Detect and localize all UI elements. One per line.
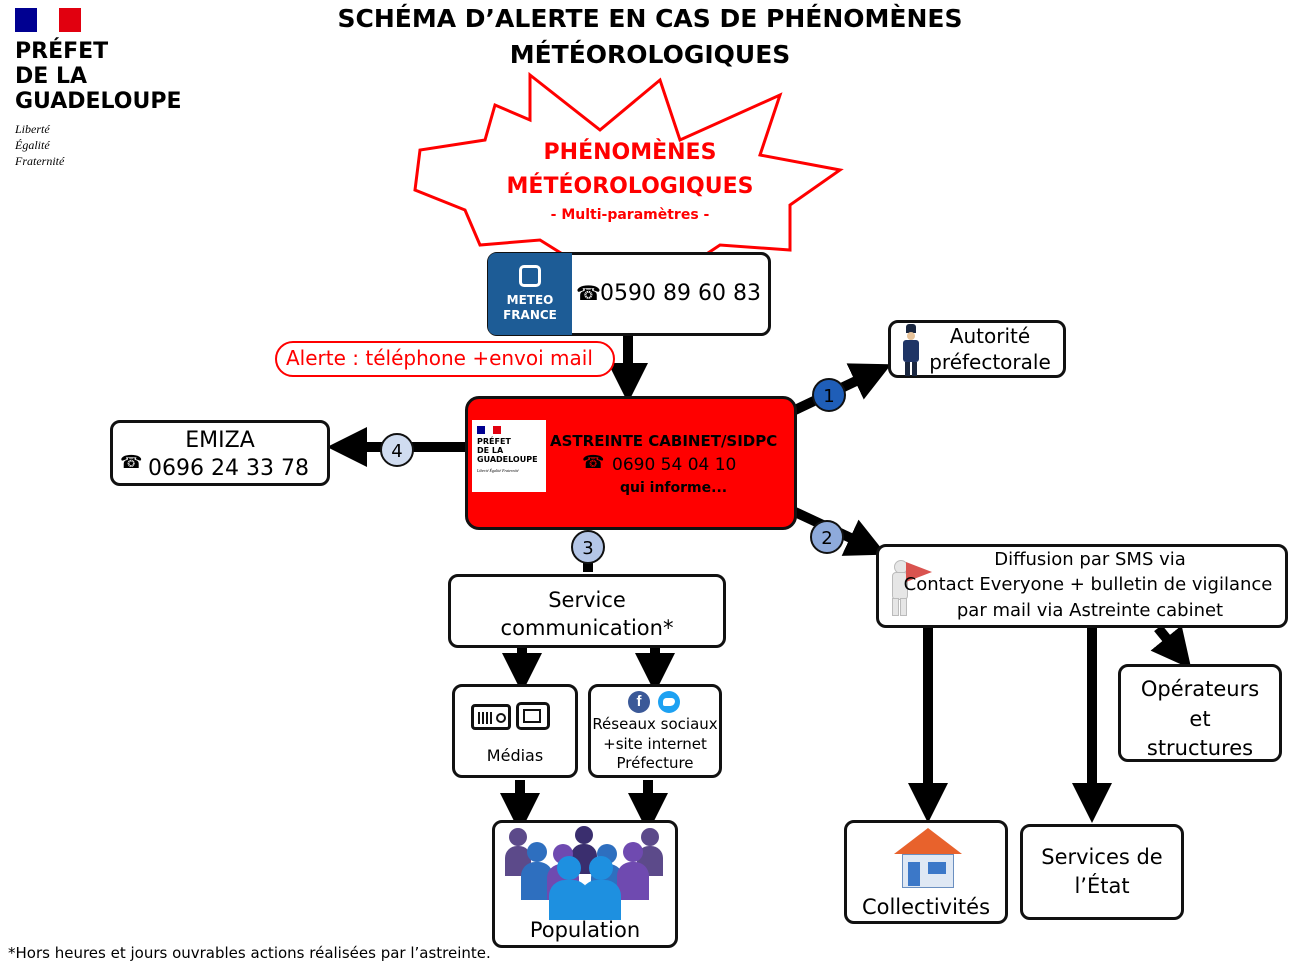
astreinte-logo-line1: PRÉFET (477, 437, 511, 446)
alert-label-frame (275, 341, 615, 377)
services-etat-line2: l’État (1074, 874, 1130, 898)
medias-box (452, 684, 578, 778)
autorite-line1: Autorité (949, 324, 1031, 348)
emiza-phone: 0696 24 33 78 (148, 456, 309, 481)
operateurs-line1: Opérateurs (1140, 677, 1260, 701)
page-title-line1: SCHÉMA D’ALERTE EN CAS DE PHÉNOMÈNES (337, 4, 963, 33)
meteo-logo-mark (519, 265, 541, 287)
alert-label: Alerte : téléphone +envoi mail (286, 346, 593, 370)
meteo-logo-line1: METEO (506, 293, 554, 307)
logo-motto1: Liberté (15, 122, 50, 136)
people-icon (505, 824, 665, 920)
meteo-phone: 0590 89 60 83 (600, 281, 761, 306)
house-icon (894, 828, 962, 890)
reseaux-line1: Réseaux sociaux (592, 715, 718, 733)
radio-icon (471, 704, 511, 730)
emiza-title: EMIZA (185, 428, 255, 453)
astreinte-logo-motto: Liberté Égalité Fraternité (477, 468, 519, 473)
autorite-line2: préfectorale (929, 350, 1051, 374)
meteo-france-logo: METEO FRANCE (488, 253, 572, 335)
operateurs-line2: et (1189, 707, 1211, 731)
sms-line2: Contact Everyone + bulletin de vigilance (903, 574, 1273, 595)
logo-line1: PRÉFET (15, 39, 109, 64)
burst-line1: PHÉNOMÈNES (543, 140, 717, 165)
reseaux-box (588, 684, 722, 778)
astreinte-phone-icon: ☎ (582, 452, 605, 472)
operateurs-box (1118, 664, 1282, 762)
facebook-icon: f (628, 691, 650, 713)
operateurs-line3: structures (1146, 736, 1254, 760)
step-1: 1 (812, 378, 846, 412)
tv-icon (516, 702, 550, 730)
burst-line3: - Multi-paramètres - (550, 207, 710, 223)
prefet-logo: PRÉFET DE LA GUADELOUPE Liberté Égalité … (15, 8, 205, 178)
service-communication-box (448, 574, 726, 648)
step-2: 2 (810, 520, 844, 554)
marianne-flag (15, 8, 81, 32)
step-3: 3 (571, 530, 605, 564)
sms-line1: Diffusion par SMS via (994, 549, 1186, 570)
services-etat-box (1020, 824, 1184, 920)
meteo-logo-line2: FRANCE (503, 308, 557, 322)
footnote: *Hors heures et jours ouvrables actions … (8, 944, 491, 962)
astreinte-title: ASTREINTE CABINET/SIDPC (550, 432, 778, 450)
burst-line2: MÉTÉOROLOGIQUES (506, 174, 754, 199)
sms-box (876, 544, 1288, 628)
collectivites-label: Collectivités (861, 895, 991, 919)
reseaux-line2: +site internet (603, 735, 707, 753)
twitter-icon (658, 691, 680, 713)
astreinte-phone: 0690 54 04 10 (612, 455, 737, 475)
logo-motto2: Égalité (15, 138, 50, 152)
services-etat-line1: Services de (1041, 845, 1163, 869)
megaphone-icon (888, 556, 938, 616)
service-line1: Service (548, 588, 626, 612)
population-label: Population (529, 918, 641, 942)
service-line2: communication* (500, 616, 674, 640)
arrow-to-operateurs (1150, 624, 1192, 669)
logo-line3: GUADELOUPE (15, 89, 182, 114)
logo-motto3: Fraternité (15, 154, 65, 168)
medias-label: Médias (486, 746, 544, 765)
astreinte-logo-line2: DE LA (477, 446, 504, 455)
meteo-phone-icon: ☎ (576, 283, 601, 305)
autorite-box (888, 320, 1066, 378)
emiza-box (110, 420, 330, 486)
reseaux-line3: Préfecture (616, 754, 694, 772)
page-title-line2: MÉTÉOROLOGIQUES (509, 40, 791, 69)
emiza-phone-icon: ☎ (120, 452, 143, 472)
astreinte-logo: PRÉFET DE LA GUADELOUPE Liberté Égalité … (472, 420, 546, 492)
logo-line2: DE LA (15, 64, 87, 89)
weather-burst (413, 71, 844, 267)
astreinte-logo-line3: GUADELOUPE (477, 455, 538, 464)
officer-icon (902, 324, 920, 376)
step-4: 4 (380, 433, 414, 467)
astreinte-subtitle: qui informe... (620, 480, 728, 496)
sms-line3: par mail via Astreinte cabinet (956, 600, 1224, 621)
